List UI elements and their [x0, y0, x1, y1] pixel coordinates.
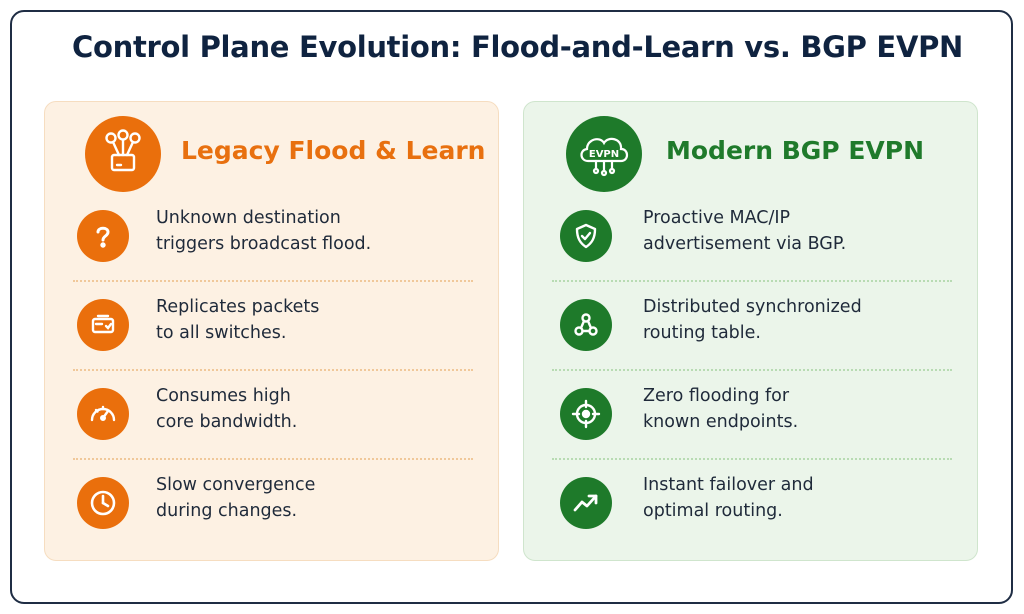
item-line: routing table.	[643, 323, 761, 343]
divider	[73, 369, 473, 371]
modern-item-text: Proactive MAC/IP advertisement via BGP.	[643, 205, 963, 257]
legacy-item-text: Unknown destination triggers broadcast f…	[156, 205, 476, 257]
trend-up-icon	[560, 477, 612, 529]
item-line: Distributed synchronized	[643, 297, 862, 317]
item-line: Unknown destination	[156, 208, 341, 228]
modern-item-text: Distributed synchronized routing table.	[643, 294, 963, 346]
network-tree-icon	[85, 116, 161, 192]
legacy-heading: Legacy Flood & Learn	[181, 136, 486, 165]
legacy-item-replicates: Replicates packets to all switches.	[73, 283, 473, 373]
modern-item-advertisement: Proactive MAC/IP advertisement via BGP.	[552, 194, 952, 284]
item-line: triggers broadcast flood.	[156, 234, 372, 254]
item-line: during changes.	[156, 501, 298, 521]
divider	[73, 458, 473, 460]
modern-item-text: Instant failover and optimal routing.	[643, 472, 963, 524]
item-line: to all switches.	[156, 323, 287, 343]
shield-check-icon	[560, 210, 612, 262]
legacy-item-text: Slow convergence during changes.	[156, 472, 476, 524]
legacy-item-text: Consumes high core bandwidth.	[156, 383, 476, 435]
modern-item-text: Zero flooding for known endpoints.	[643, 383, 963, 435]
page-title: Control Plane Evolution: Flood-and-Learn…	[72, 30, 964, 64]
item-line: advertisement via BGP.	[643, 234, 847, 254]
item-line: Replicates packets	[156, 297, 320, 317]
legacy-item-convergence: Slow convergence during changes.	[73, 461, 473, 551]
question-icon	[77, 210, 129, 262]
item-line: core bandwidth.	[156, 412, 298, 432]
modern-panel: EVPN Modern BGP EVPN Proactive MAC/IP ad…	[523, 101, 978, 561]
evpn-cloud-icon: EVPN	[566, 116, 642, 192]
item-line: Consumes high	[156, 386, 291, 406]
divider	[73, 280, 473, 282]
clock-icon	[77, 477, 129, 529]
item-line: known endpoints.	[643, 412, 799, 432]
modern-item-failover: Instant failover and optimal routing.	[552, 461, 952, 551]
switch-icon	[77, 299, 129, 351]
modern-item-routing-table: Distributed synchronized routing table.	[552, 283, 952, 373]
item-line: Instant failover and	[643, 475, 814, 495]
target-icon	[560, 388, 612, 440]
item-line: Zero flooding for	[643, 386, 790, 406]
legacy-item-bandwidth: Consumes high core bandwidth.	[73, 372, 473, 462]
gauge-icon	[77, 388, 129, 440]
modern-heading: Modern BGP EVPN	[666, 136, 925, 165]
legacy-item-broadcast: Unknown destination triggers broadcast f…	[73, 194, 473, 284]
divider	[552, 280, 952, 282]
network-nodes-icon	[560, 299, 612, 351]
item-line: Proactive MAC/IP	[643, 208, 791, 228]
evpn-label: EVPN	[589, 149, 619, 160]
legacy-item-text: Replicates packets to all switches.	[156, 294, 476, 346]
item-line: Slow convergence	[156, 475, 316, 495]
divider	[552, 369, 952, 371]
modern-item-zero-flooding: Zero flooding for known endpoints.	[552, 372, 952, 462]
divider	[552, 458, 952, 460]
item-line: optimal routing.	[643, 501, 783, 521]
legacy-panel: Legacy Flood & Learn Unknown destination…	[44, 101, 499, 561]
